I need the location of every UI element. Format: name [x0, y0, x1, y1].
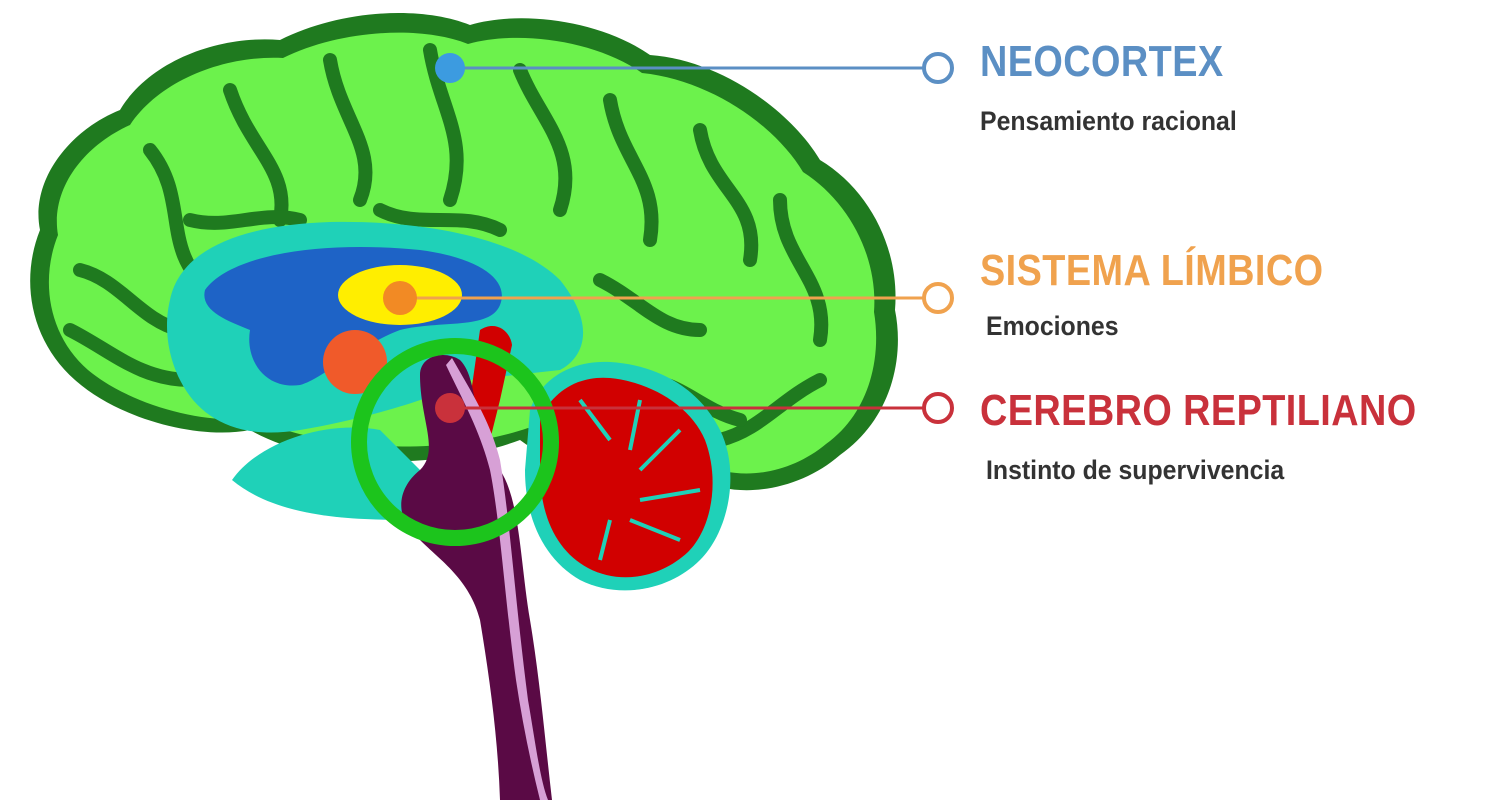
connector-limbico	[383, 281, 954, 315]
label-title-reptiliano: CEREBRO REPTILIANO	[980, 386, 1417, 435]
highlight-circle	[351, 338, 559, 546]
label-title-limbico: SISTEMA LÍMBICO	[980, 246, 1324, 295]
label-desc-limbico: Emociones	[986, 311, 1119, 341]
label-desc-neocortex: Pensamiento racional	[980, 106, 1237, 136]
ring-neocortex	[922, 52, 954, 84]
cerebellum-region	[525, 361, 731, 591]
dot-neocortex	[435, 53, 465, 83]
connector-reptiliano	[435, 392, 954, 424]
label-title-neocortex: NEOCORTEX	[980, 37, 1224, 86]
connector-neocortex	[435, 52, 954, 84]
dot-limbico	[383, 281, 417, 315]
ring-reptiliano	[922, 392, 954, 424]
dot-reptiliano	[435, 393, 465, 423]
label-desc-reptiliano: Instinto de supervivencia	[986, 455, 1285, 485]
ring-limbico	[922, 282, 954, 314]
amygdala-shape	[323, 330, 387, 394]
